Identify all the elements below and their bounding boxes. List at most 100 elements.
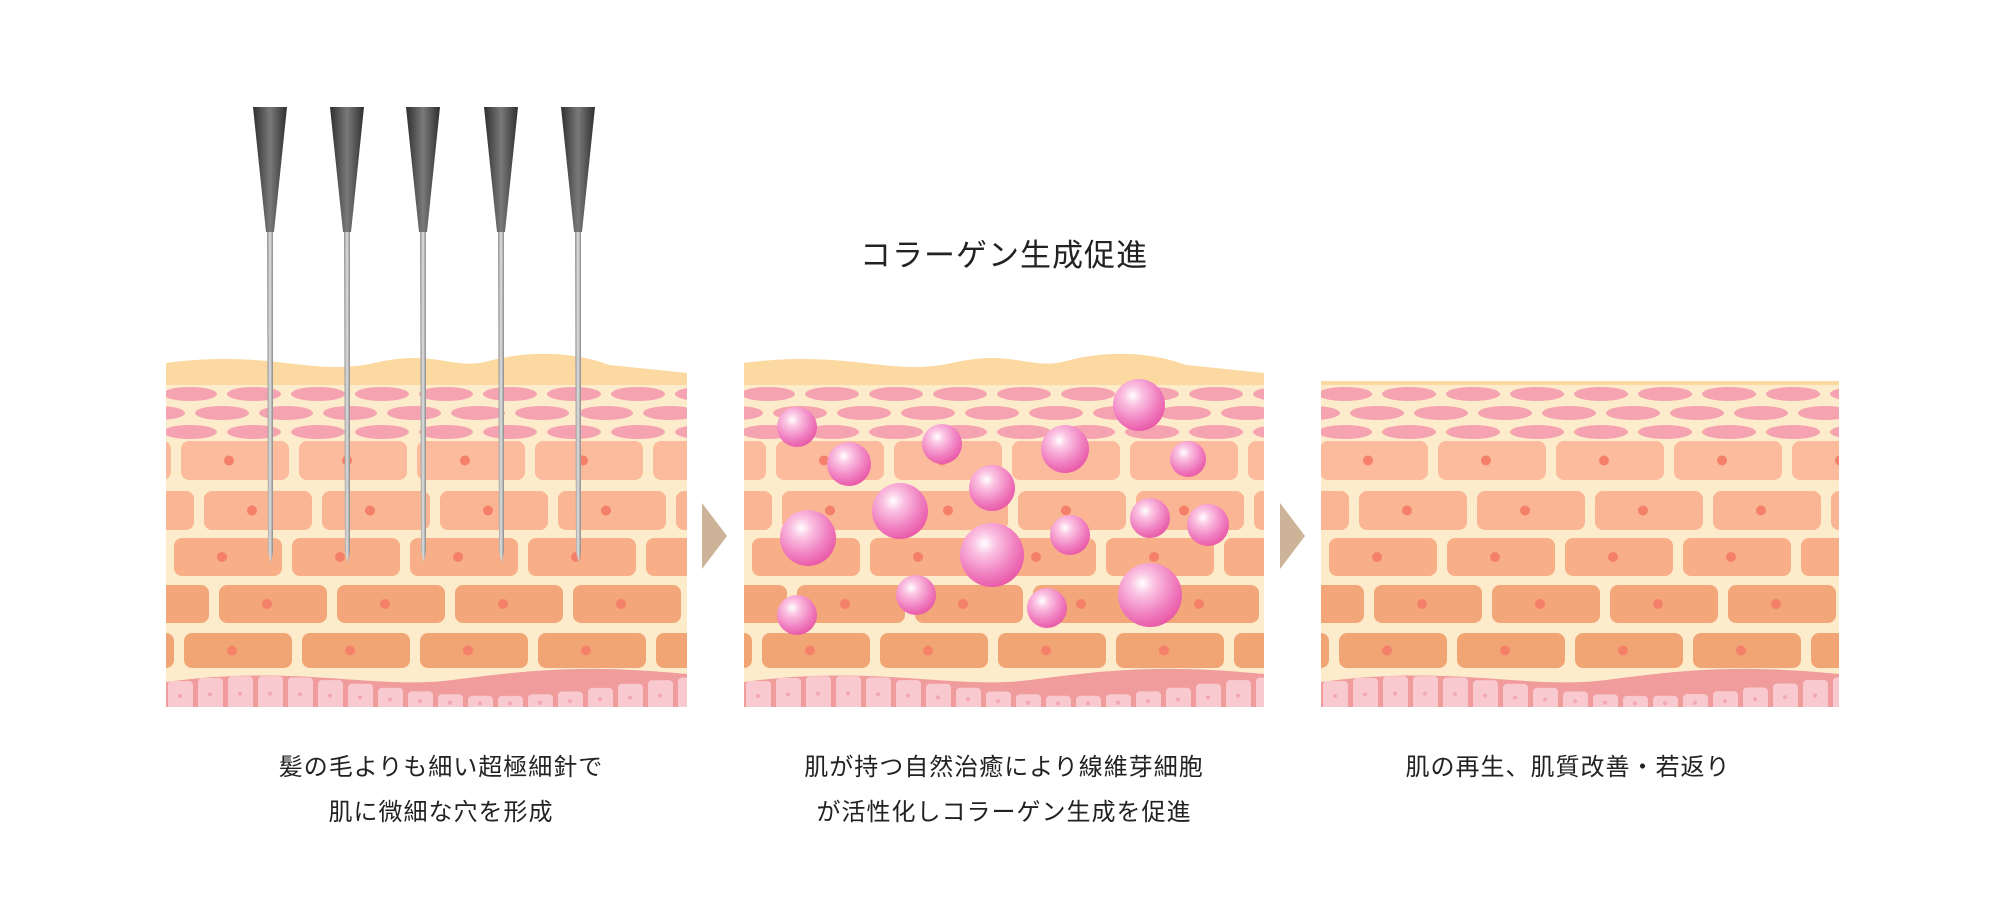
needle-shaft (575, 228, 581, 563)
basal-nucleus (658, 693, 662, 698)
skin-cell (184, 633, 292, 668)
skin-cell (1116, 633, 1224, 668)
basal-nucleus (628, 695, 632, 700)
cell-nucleus (1638, 505, 1648, 516)
flat-cell (901, 406, 955, 420)
flat-cell (1414, 406, 1468, 420)
flat-cell (1253, 387, 1264, 401)
caption-line: 肌の再生、肌質改善・若返り (1405, 753, 1731, 781)
cell-nucleus (1599, 455, 1609, 466)
cell-nucleus (1500, 645, 1510, 656)
basal-nucleus (1176, 697, 1180, 702)
cell-nucleus (1417, 599, 1427, 609)
basal-nucleus (1723, 699, 1727, 704)
collagen-bubble (872, 483, 928, 539)
basal-nucleus (1603, 700, 1607, 705)
skin-cell (1674, 441, 1782, 480)
flat-cell (611, 425, 665, 439)
flat-cell (1157, 406, 1211, 420)
cell-nucleus (943, 505, 953, 516)
needle (253, 107, 287, 563)
cell-nucleus (734, 599, 744, 609)
flat-cell (1189, 425, 1243, 439)
skin-cell (299, 441, 407, 480)
flat-cell (483, 425, 537, 439)
basal-nucleus (1633, 701, 1637, 706)
needle-hub (406, 107, 440, 232)
cell-nucleus (144, 599, 154, 609)
flat-cell (1321, 406, 1340, 420)
skin-cell (1224, 538, 1264, 576)
basal-nucleus (1453, 692, 1457, 697)
needle (561, 107, 595, 563)
flat-cell (1638, 387, 1692, 401)
collagen-bubble (780, 510, 836, 566)
cell-nucleus (99, 552, 109, 562)
skin-cell (744, 585, 787, 623)
basal-nucleus (1333, 693, 1337, 698)
flat-cell (675, 425, 687, 439)
flat-cell (1830, 425, 1839, 439)
cell-nucleus (689, 552, 699, 562)
cell-nucleus (247, 505, 257, 516)
flat-cell (997, 425, 1051, 439)
cell-nucleus (616, 599, 626, 609)
cell-nucleus (1076, 599, 1086, 609)
skin-cell (915, 585, 1023, 623)
flat-cell (965, 406, 1019, 420)
needle (330, 107, 364, 563)
step1-caption: 髪の毛よりも細い超極細針で 肌に微細な穴を形成 (279, 745, 604, 835)
flat-cell (1061, 387, 1115, 401)
cell-nucleus (224, 455, 234, 466)
basal-nucleus (238, 691, 242, 696)
flat-cell (419, 387, 473, 401)
flat-cell (166, 425, 217, 439)
flat-cell (1830, 387, 1839, 401)
cell-nucleus (106, 456, 116, 466)
cell-nucleus (1363, 455, 1373, 466)
cell-nucleus (498, 599, 508, 609)
flat-cell (1542, 406, 1596, 420)
cell-nucleus (819, 455, 829, 466)
basal-nucleus (268, 691, 272, 696)
step2-caption: 肌が持つ自然治癒により線維芽細胞 が活性化しコラーゲン生成を促進 (804, 745, 1204, 835)
microneedles (253, 107, 595, 563)
flat-cell (99, 387, 153, 401)
flat-cell (259, 406, 313, 420)
flat-cell (515, 406, 569, 420)
cell-nucleus (227, 645, 237, 656)
skin-cell (292, 538, 400, 576)
cell-nucleus (1535, 599, 1545, 609)
cell-nucleus (1889, 599, 1899, 609)
cell-nucleus (380, 599, 390, 609)
cell-nucleus (1771, 599, 1781, 609)
flat-cell (1321, 387, 1372, 401)
skin-cell (1811, 633, 1839, 668)
flat-cell (1798, 406, 1839, 420)
basal-nucleus (1483, 693, 1487, 698)
skin-panel-collagen (744, 353, 1307, 707)
skin-cell (558, 491, 666, 530)
skin-cell (1438, 441, 1546, 480)
cell-nucleus (335, 552, 345, 562)
cell-nucleus (1297, 506, 1307, 516)
skin-cell (1595, 491, 1703, 530)
cell-nucleus (1717, 455, 1727, 466)
basal-nucleus (1663, 701, 1667, 706)
cell-nucleus (217, 552, 227, 562)
cell-nucleus (460, 455, 470, 466)
flat-cell (805, 425, 859, 439)
basal-nucleus (358, 695, 362, 700)
flat-cell (1382, 387, 1436, 401)
basal-cell (1256, 677, 1264, 707)
collagen-bubble (1118, 563, 1182, 627)
flat-cell (1766, 387, 1820, 401)
flat-cell (837, 406, 891, 420)
flat-cell (547, 425, 601, 439)
stratum-corneum (166, 353, 687, 385)
skin-cell (762, 633, 870, 668)
collagen-bubble (827, 442, 871, 486)
step3-caption: 肌の再生、肌質改善・若返り (1406, 745, 1731, 790)
skin-cell (1321, 441, 1428, 480)
